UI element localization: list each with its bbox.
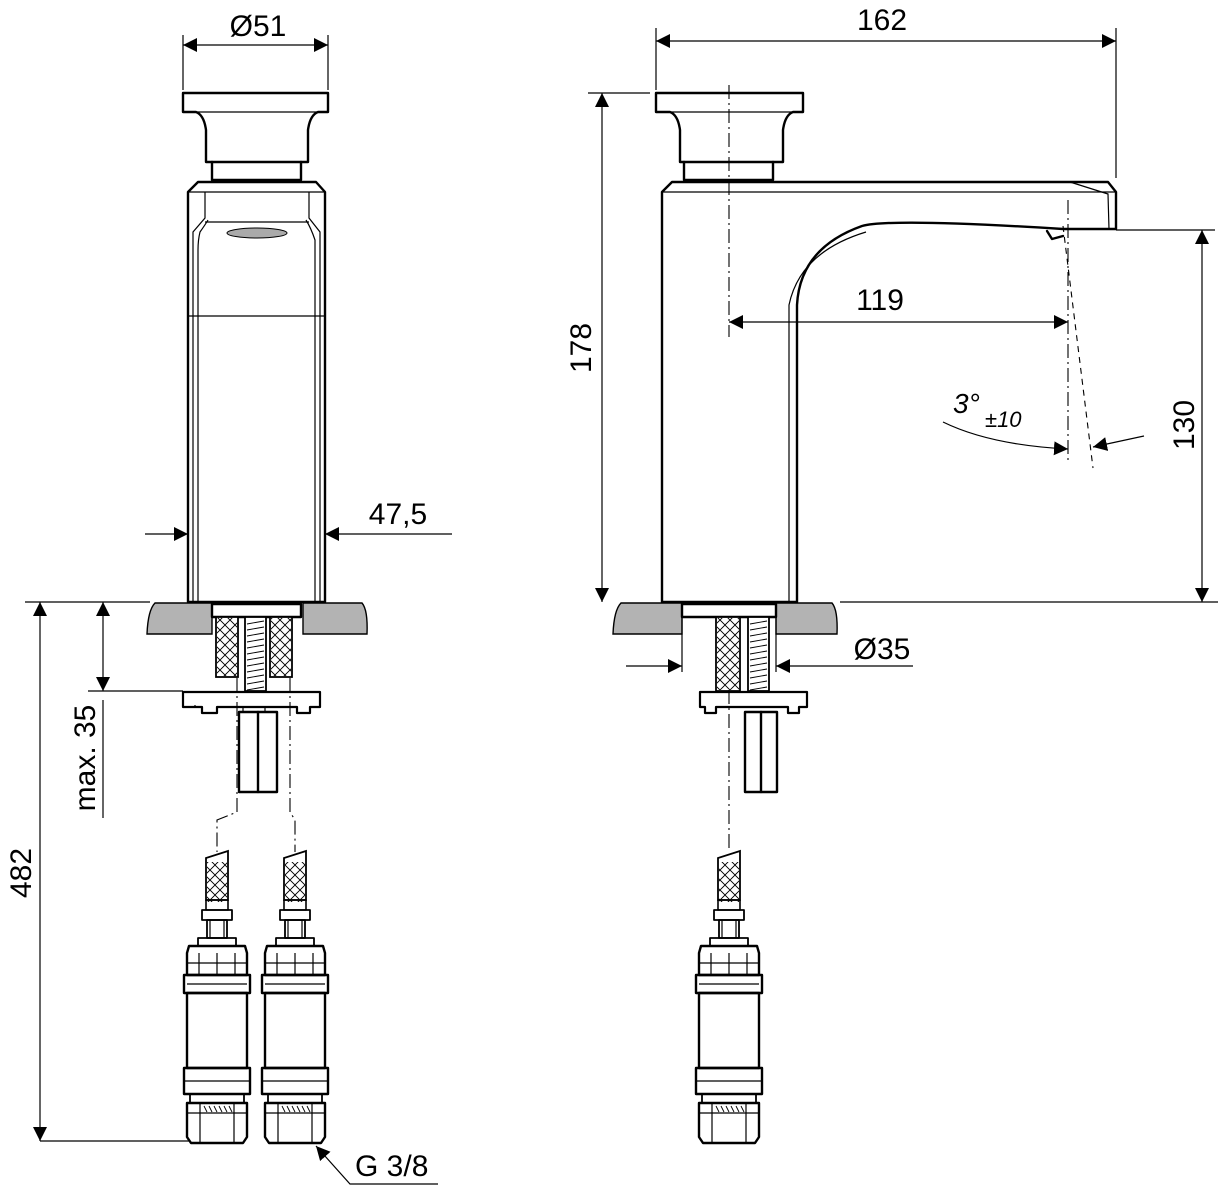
push-button-front (181, 91, 330, 164)
fixing-plate-side (698, 690, 809, 715)
push-button-side (654, 91, 805, 164)
countertop-left-b (302, 602, 368, 635)
body-front (186, 180, 327, 604)
connector-left-2 (260, 849, 330, 1145)
dimensions: Ø51 47,5 162 178 119 3° ±10 130 Ø35 (5, 4, 1218, 1185)
dim-hose-length: 482 (5, 848, 38, 898)
base-side (680, 602, 778, 619)
collar-front (210, 160, 303, 182)
dim-thread: G 3/8 (355, 1150, 428, 1183)
countertop-right-b (775, 602, 838, 635)
dim-angle-tolerance: ±10 (985, 407, 1022, 432)
dim-diameter-base: Ø35 (854, 633, 911, 666)
connector-side (694, 849, 764, 1145)
connector-left-1 (182, 849, 252, 1145)
dim-angle: 3° (953, 388, 980, 419)
aerator-front (226, 227, 288, 239)
front-view (146, 91, 368, 1145)
dim-width-body: 47,5 (369, 498, 427, 531)
dim-height-total: 178 (565, 323, 598, 373)
dim-spout-reach: 119 (856, 284, 904, 317)
base-front (210, 602, 303, 619)
dim-spout-height: 130 (1168, 400, 1201, 450)
dim-overall-width: 162 (857, 4, 907, 37)
countertop-left-a (146, 602, 213, 635)
fixing-plate-front (181, 690, 322, 715)
countertop-right-a (612, 602, 683, 635)
side-view (612, 85, 1118, 1145)
body-side (660, 180, 1118, 604)
dim-max-thickness: max. 35 (69, 705, 102, 812)
dim-diameter-head: Ø51 (230, 10, 287, 43)
